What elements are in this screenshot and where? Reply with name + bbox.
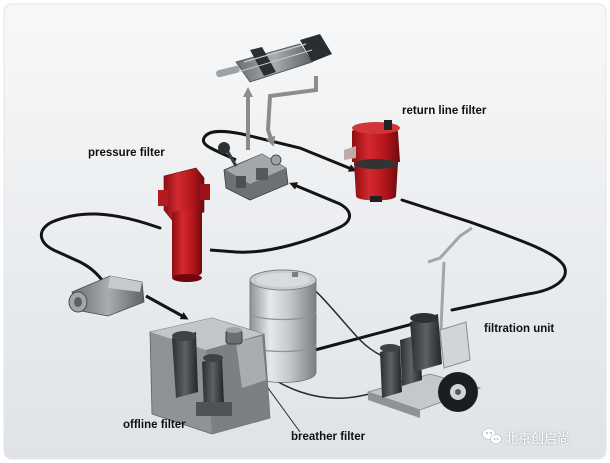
pipe-pump-to-offline <box>145 294 189 320</box>
filtration-unit-label: filtration unit <box>484 323 555 335</box>
watermark-icon-spacer <box>482 431 500 445</box>
pipe-pressure-to-valve <box>209 182 351 254</box>
watermark-text: 北京创启尚 <box>505 432 571 447</box>
directional-valve <box>218 142 289 201</box>
breather-filter-label: breather filter <box>291 431 366 443</box>
wechat-icon <box>482 428 502 444</box>
pipe-pressure-loop <box>40 212 162 288</box>
pipe-valve-to-return <box>201 129 357 172</box>
connector-cylinder-to-valve <box>265 76 318 147</box>
offline-filter-tank <box>149 317 271 435</box>
return-line-filter-label: return line filter <box>402 105 487 117</box>
return-line-filter-unit <box>344 120 400 202</box>
hydraulic-cylinder <box>216 34 332 83</box>
offline-filter-label: offline filter <box>123 419 186 431</box>
background-panel <box>3 3 607 460</box>
filtration-unit-cart <box>366 226 482 418</box>
oil-drum <box>249 269 317 383</box>
pipe-return-to-unit <box>400 198 567 312</box>
watermark: 北京创启尚 <box>482 428 570 447</box>
pressure-filter-unit <box>158 167 210 282</box>
pump-unit <box>68 275 145 317</box>
pressure-filter-label: pressure filter <box>88 147 165 159</box>
